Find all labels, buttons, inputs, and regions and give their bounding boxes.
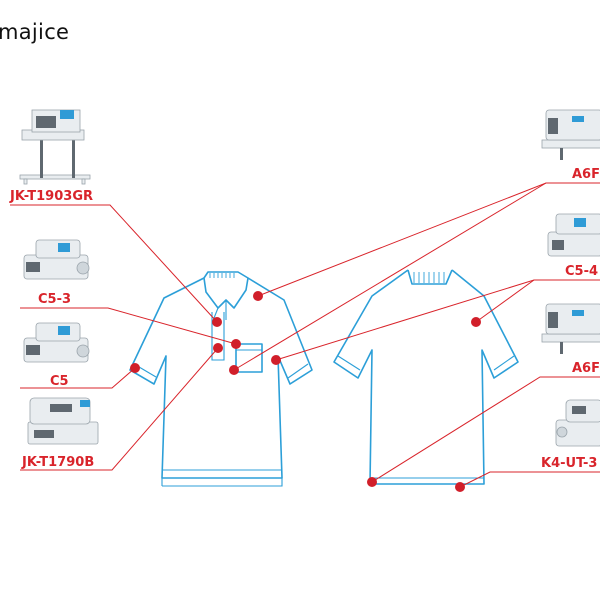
machine-icon-c5[interactable] [23,322,90,363]
stitch-point-pocket-top[interactable] [231,339,241,349]
stitch-point-sleeve-right[interactable] [271,355,281,365]
machine-icon-a6f-middle[interactable] [541,303,600,354]
leader-a6f-middle [371,376,600,483]
leader-a6f-top-2 [233,182,547,371]
stitch-point-sleeve-left[interactable] [130,363,140,373]
shirt-back-outline [333,269,519,485]
machine-icon-c5-3[interactable] [23,239,90,280]
machine-icon-a6f-top[interactable] [541,109,600,160]
label-jk-t1790b: JK-T1790B [21,455,94,470]
stitch-points [130,291,481,492]
stitch-point-placket[interactable] [212,317,222,327]
label-k4-ut-3: K4-UT-3 [541,456,597,471]
leader-jk-t1903gr [10,204,218,323]
leader-c5-4-2 [475,279,535,323]
stitch-point-back-sleeve[interactable] [471,317,481,327]
stitch-point-back-hem-left[interactable] [367,477,377,487]
label-c5-4: C5-4 [565,264,598,279]
label-a6f-top: A6F [572,167,600,182]
leader-jk-t1790b [20,347,219,471]
machine-icon-k4-ut-3[interactable] [555,399,600,447]
stitch-point-placket-bottom[interactable] [213,343,223,353]
leader-lines [10,182,600,488]
stitch-point-shoulder[interactable] [253,291,263,301]
shirt-front-outline [129,271,313,487]
leader-c5 [20,367,136,389]
leader-c5-3 [20,307,237,345]
label-c5-3: C5-3 [38,292,71,307]
label-jk-t1903gr: JK-T1903GR [9,189,93,204]
label-c5: C5 [50,374,69,389]
machine-icon-jk-t1903gr[interactable] [19,109,91,185]
leader-k4-ut-3 [459,471,600,488]
machine-icon-c5-4[interactable] [547,213,600,257]
machine-icon-jk-t1790b[interactable] [27,397,99,445]
page-title: majice [0,20,70,44]
stitch-point-back-hem-right[interactable] [455,482,465,492]
shirt-back-collar-ribbing [413,272,445,283]
stitch-point-pocket[interactable] [229,365,239,375]
shirt-front-collar-ribbing [209,273,235,278]
label-a6f-middle: A6F [572,361,600,376]
